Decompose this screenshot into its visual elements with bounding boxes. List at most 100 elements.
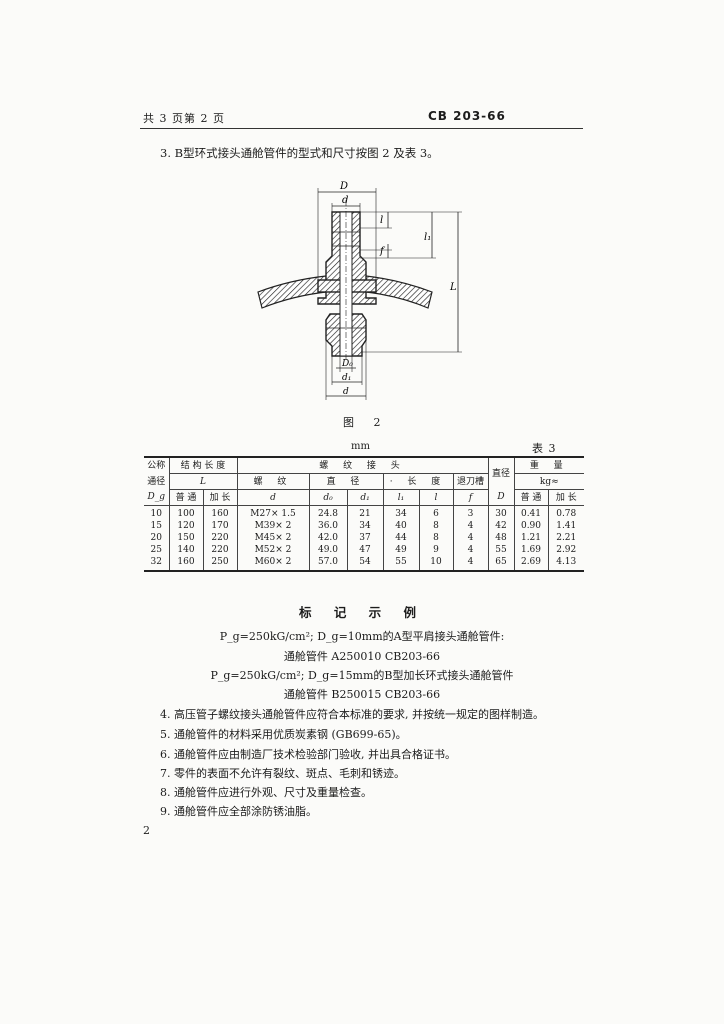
header-extended: 加 长 <box>202 489 238 506</box>
table-cell: 24.8 <box>308 505 348 520</box>
table-cell: 120 <box>168 520 204 532</box>
table-cell: 25 <box>144 544 170 556</box>
intro-clause: 3. B型环式接头通舱管件的型式和尺寸按图 2 及表 3。 <box>160 146 439 160</box>
dim-label-d1: d₁ <box>342 373 351 383</box>
table-cell: 1.41 <box>547 520 584 532</box>
dim-label-f: f <box>379 246 386 257</box>
table-cell: 42 <box>487 520 515 532</box>
table-cell: M52× 2 <box>236 544 310 556</box>
table-cell: 2.92 <box>547 544 584 556</box>
table-cell: 34 <box>382 505 420 520</box>
table-cell: 1.21 <box>513 532 549 544</box>
header-weight-unit: kg≈ <box>513 473 584 490</box>
table-cell: 54 <box>346 556 384 571</box>
table-cell: 10 <box>144 505 170 520</box>
dim-label-l1: l₁ <box>424 232 431 243</box>
table-cell: 6 <box>418 505 454 520</box>
header-thread: 螺 纹 <box>236 473 310 490</box>
table-cell: 30 <box>487 505 515 520</box>
header-l: l <box>418 489 454 506</box>
figure-caption: 图 2 <box>343 416 389 429</box>
header-thread-d: d <box>236 489 310 506</box>
table-cell: 0.41 <box>513 505 549 520</box>
dimension-table: 公称 结 构 长 度 螺 纹 接 头 直径 重 量 通径 L 螺 纹 直 径 ·… <box>144 456 584 572</box>
table-cell: 49 <box>382 544 420 556</box>
clause-5: 5. 通舱管件的材料采用优质炭素钢 (GB699-65)。 <box>160 728 407 741</box>
table-cell: 4 <box>452 520 489 532</box>
table-cell: 32 <box>144 556 170 571</box>
dim-label-d-bottom: d <box>343 387 349 397</box>
table-cell: 42.0 <box>308 532 348 544</box>
table-cell: 44 <box>382 532 420 544</box>
examples-title: 标 记 示 例 <box>298 605 426 620</box>
header-nominal-1: 公称 <box>144 456 170 474</box>
table-cell: 4 <box>452 556 489 571</box>
table-cell: 15 <box>144 520 170 532</box>
table-cell: 250 <box>202 556 238 571</box>
clause-9: 9. 通舱管件应全部涂防锈油脂。 <box>160 805 317 818</box>
table-cell: 0.78 <box>547 505 584 520</box>
header-nominal-3: D_g <box>144 489 170 506</box>
example-line-3: P_g=250kG/cm²; D_g=15mm的B型加长环式接头通舱管件 <box>210 669 514 682</box>
table-cell: 55 <box>487 544 515 556</box>
example-line-2: 通舱管件 A250010 CB203-66 <box>283 650 441 663</box>
dim-label-D-top: D <box>339 181 348 192</box>
table-cell: 34 <box>346 520 384 532</box>
page-number: 2 <box>143 824 150 837</box>
table-cell: 8 <box>418 532 454 544</box>
table-cell: 160 <box>168 556 204 571</box>
header-w-extended: 加 长 <box>547 489 584 506</box>
header-weight: 重 量 <box>513 456 584 474</box>
header-length: · 长 度 <box>382 473 454 490</box>
table-cell: 4 <box>452 532 489 544</box>
table-cell: M45× 2 <box>236 532 310 544</box>
table-cell: 100 <box>168 505 204 520</box>
table-cell: 20 <box>144 532 170 544</box>
header-struct-length: 结 构 长 度 <box>168 456 238 474</box>
table-cell: 8 <box>418 520 454 532</box>
clause-8: 8. 通舱管件应进行外观、尺寸及重量检查。 <box>160 786 372 799</box>
table-cell: 170 <box>202 520 238 532</box>
table-cell: 1.69 <box>513 544 549 556</box>
header-struct-L: L <box>168 473 238 490</box>
page-info: 共 3 页第 2 页 <box>143 112 225 125</box>
table-cell: 65 <box>487 556 515 571</box>
dim-label-d-top: d <box>342 195 348 206</box>
header-w-normal: 普 通 <box>513 489 549 506</box>
header-d1: d₁ <box>346 489 384 506</box>
table-units: mm <box>351 441 370 452</box>
table-cell: 57.0 <box>308 556 348 571</box>
table-cell: 36.0 <box>308 520 348 532</box>
bulkhead-plate-left <box>257 275 327 309</box>
dim-label-l: l <box>380 215 383 226</box>
table-cell: 48 <box>487 532 515 544</box>
table-cell: 3 <box>452 505 489 520</box>
bulkhead-plate-right <box>365 275 433 309</box>
table-cell: 4.13 <box>547 556 584 571</box>
header-relief: 退刀槽 <box>452 473 489 490</box>
table-cell: 4 <box>452 544 489 556</box>
table-cell: 220 <box>202 544 238 556</box>
table-cell: 0.90 <box>513 520 549 532</box>
header-dia-D-2: D <box>487 489 515 506</box>
header-relief-f: f <box>452 489 489 506</box>
clause-7: 7. 零件的表面不允许有裂纹、斑点、毛刺和锈迹。 <box>160 767 405 780</box>
header-thread-joint: 螺 纹 接 头 <box>236 456 489 474</box>
table-cell: 49.0 <box>308 544 348 556</box>
dim-label-D0: D₀ <box>341 359 353 369</box>
table-cell: 160 <box>202 505 238 520</box>
table-number: 表 3 <box>532 442 557 455</box>
table-cell: 2.21 <box>547 532 584 544</box>
header-l1: l₁ <box>382 489 420 506</box>
table-cell: 37 <box>346 532 384 544</box>
header-rule <box>140 128 583 129</box>
table-cell: 9 <box>418 544 454 556</box>
table-cell: M27× 1.5 <box>236 505 310 520</box>
table-cell: 55 <box>382 556 420 571</box>
table-cell: 21 <box>346 505 384 520</box>
standard-code: CB 203-66 <box>428 109 506 123</box>
